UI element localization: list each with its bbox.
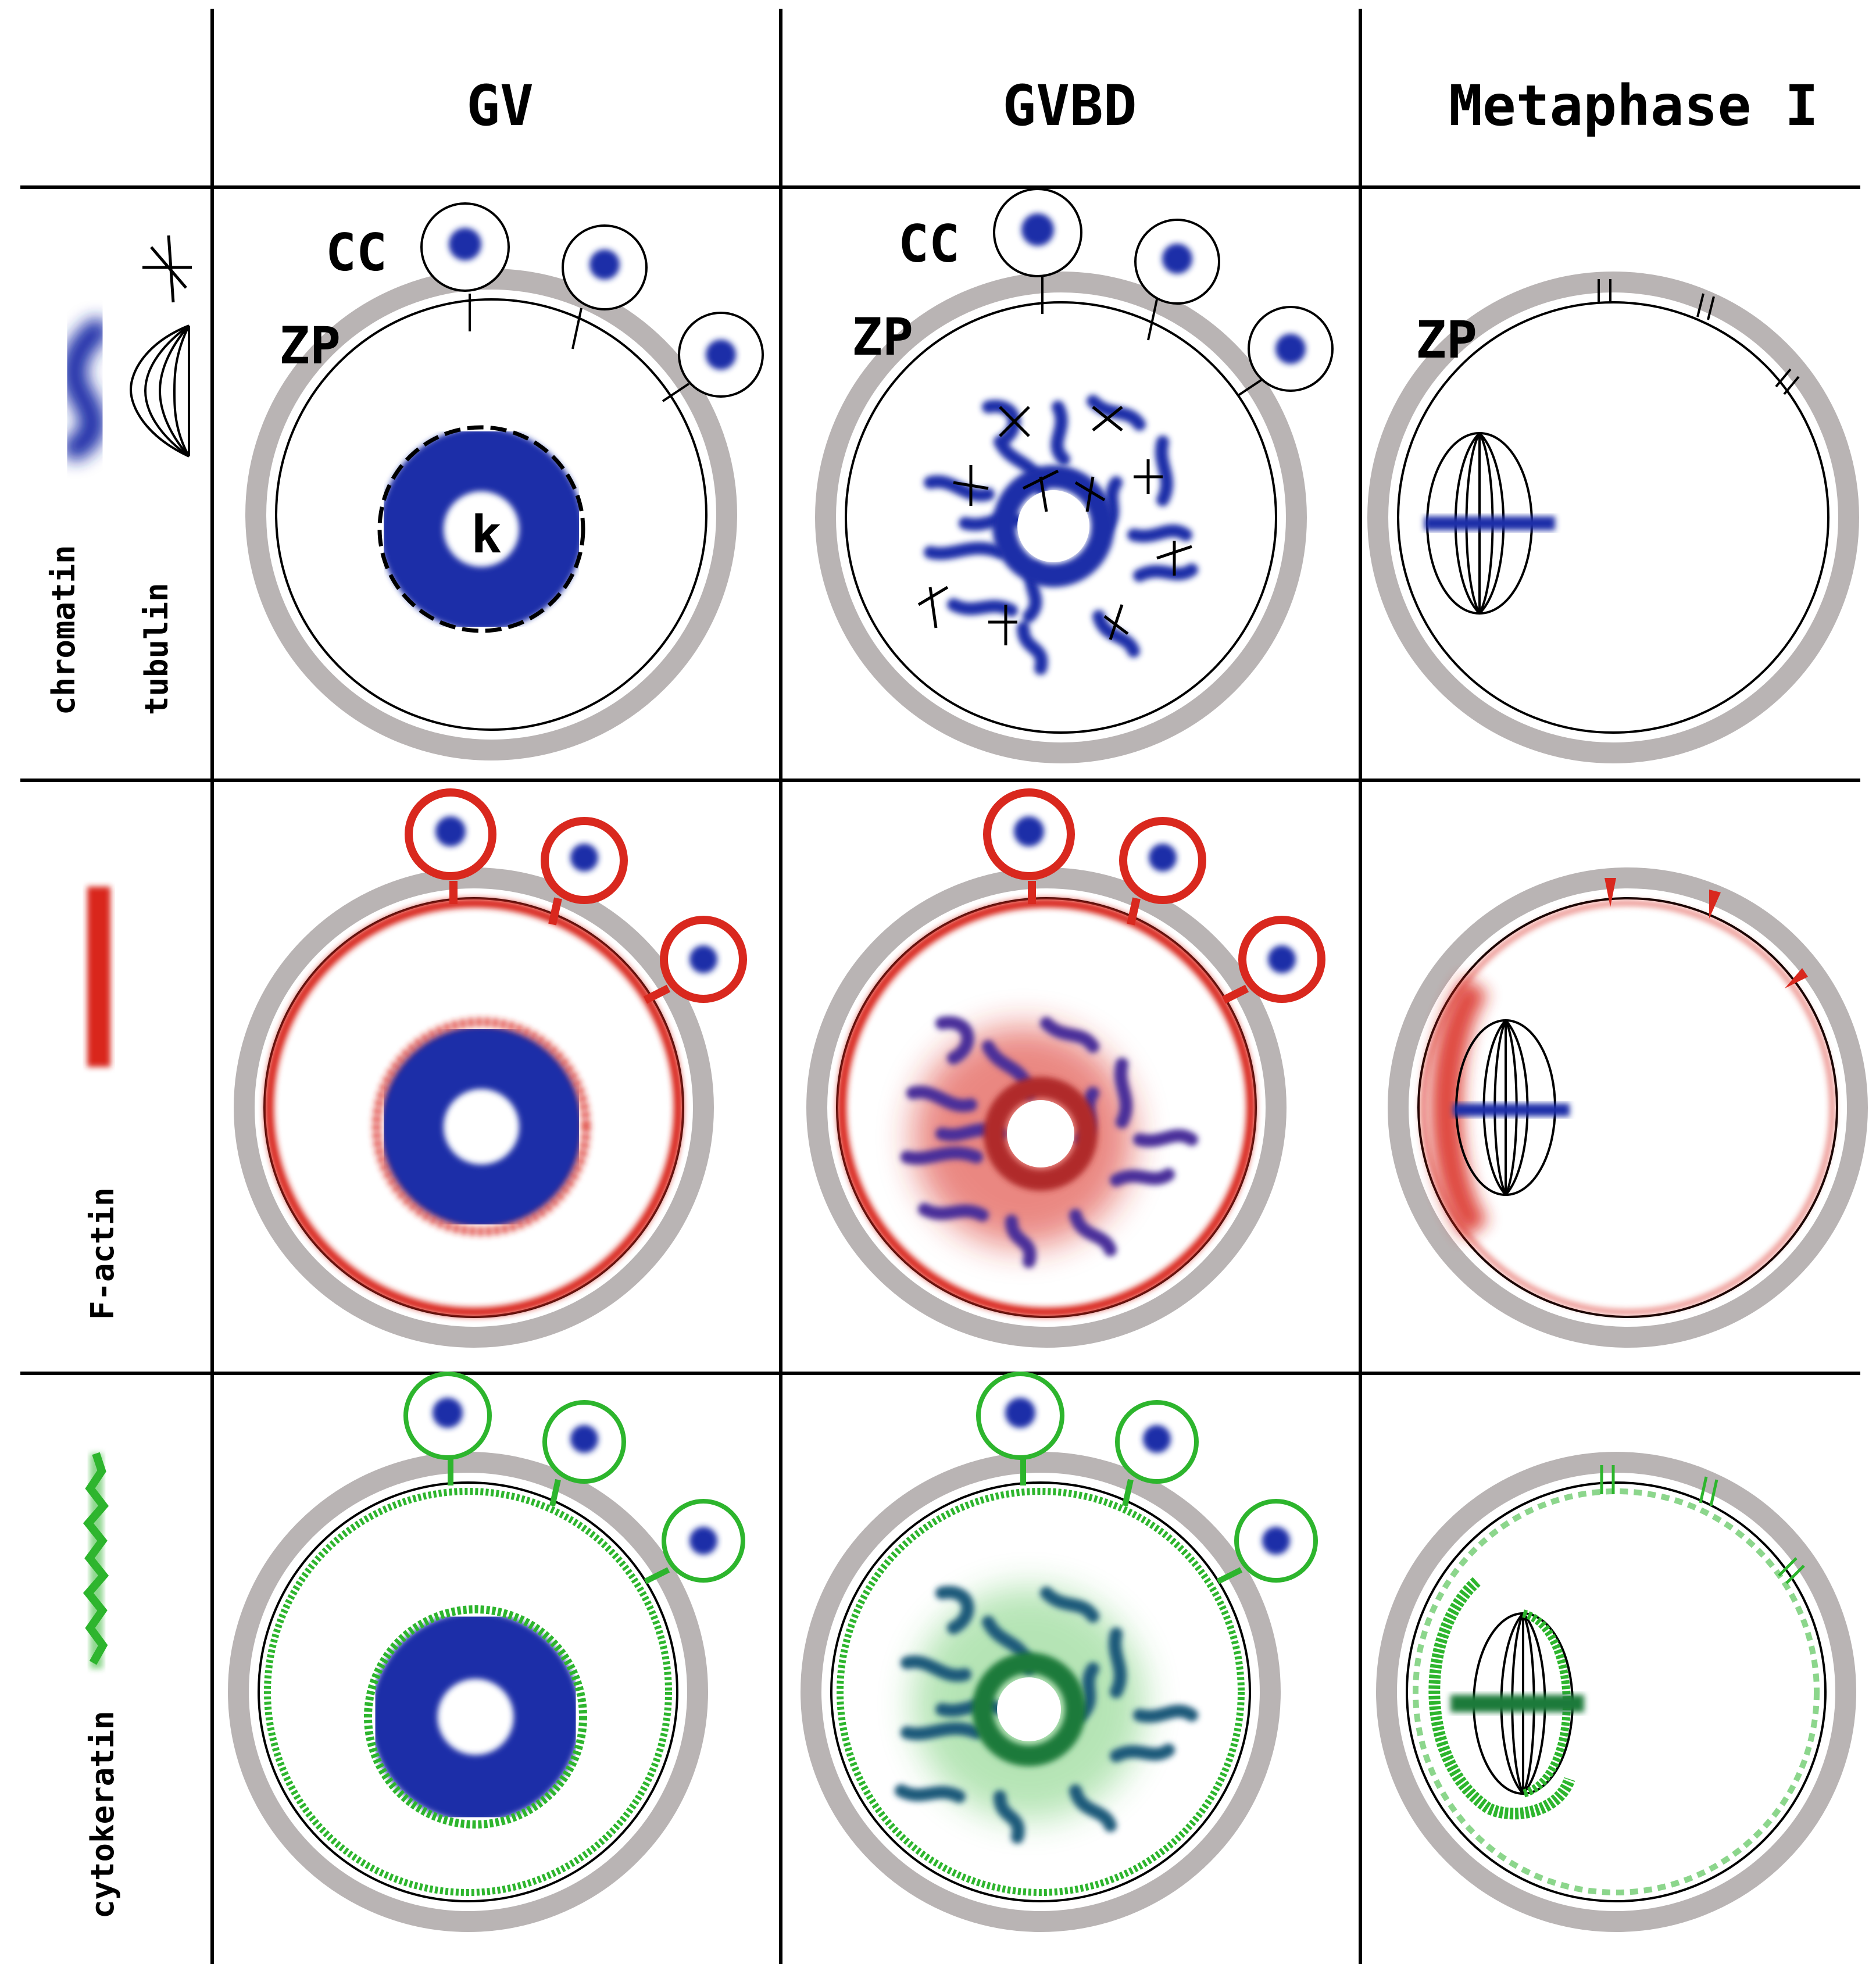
cell-tubulin-gvbd: CC ZP: [815, 188, 1334, 763]
dispersing-chromatin: [924, 395, 1198, 675]
zona-pellucida: [815, 272, 1307, 763]
label-zp: ZP: [279, 316, 341, 376]
germinal-vesicle-chromatin: [380, 1025, 583, 1229]
cell-cytokeratin-metaphase-i: [1376, 1452, 1856, 1932]
label-zp: ZP: [852, 307, 913, 367]
zona-pellucida: [1367, 272, 1859, 763]
cumulus-cell: [662, 312, 764, 402]
row-label-chromatin: chromatin: [45, 545, 82, 715]
cell-factin-gv: [234, 788, 747, 1348]
germinal-vesicle-chromatin: [380, 427, 583, 631]
cumulus-cell: [983, 788, 1075, 904]
column-header-gvbd: GVBD: [1002, 73, 1137, 138]
cell-cytokeratin-gv: [228, 1372, 745, 1932]
zona-pellucida: [228, 1452, 708, 1932]
chromatin-ring: [972, 1652, 1086, 1766]
cell-tubulin-metaphase-i: ZP: [1367, 272, 1859, 763]
tubulin-legend-spindle-icon: [129, 324, 190, 458]
oocyte-membrane: [258, 1481, 678, 1902]
zona-pellucida: [801, 1452, 1281, 1932]
cell-factin-metaphase-i: [1388, 867, 1868, 1348]
chromatin-legend-swatch: [61, 319, 109, 460]
label-k: k: [471, 505, 502, 565]
label-cc: CC: [898, 214, 960, 274]
row-label-tubulin: tubulin: [138, 583, 175, 715]
cumulus-cell: [1119, 817, 1206, 926]
oocyte-membrane: [1397, 301, 1829, 734]
label-zp: ZP: [1416, 310, 1477, 370]
perinuclear-actin-ring: [372, 1017, 591, 1236]
cumulus-cell: [1237, 306, 1334, 397]
cumulus-cell: [1134, 219, 1220, 341]
cortical-actin: [1420, 900, 1835, 1315]
germinal-vesicle-chromatin: [370, 1612, 581, 1822]
cortical-cytokeratin: [264, 1488, 672, 1896]
oocyte-membrane: [275, 298, 707, 731]
zona-pellucida: [234, 867, 714, 1348]
chromatin-ring: [992, 465, 1114, 587]
cytokeratin-cap: [1428, 1577, 1575, 1820]
legend-factin-row: F-actin: [84, 887, 121, 1320]
cortical-actin: [265, 898, 683, 1317]
cumulus-cell: [541, 817, 628, 926]
cumulus-cell: [403, 1372, 492, 1486]
legend-tubulin-row: chromatin tubulin: [45, 235, 192, 715]
tubulin-legend-aster-icon: [142, 235, 192, 303]
germinal-vesicle-envelope: [377, 425, 585, 633]
zona-channels: [1600, 1465, 1805, 1584]
cell-factin-gvbd: [806, 788, 1325, 1348]
oocyte-membrane: [1406, 1481, 1827, 1902]
cell-cytokeratin-gvbd: [801, 1372, 1318, 1932]
cumulus-cell: [405, 788, 496, 904]
zona-pellucida: [1376, 1452, 1856, 1932]
cumulus-cell: [993, 188, 1082, 314]
row-label-cytokeratin: cytokeratin: [84, 1711, 121, 1919]
cumulus-cell: [420, 202, 510, 331]
chromatin-ring: [984, 1077, 1098, 1191]
metaphase-plate-chromosomes: [1450, 1695, 1584, 1712]
legend-cytokeratin-row: cytokeratin: [83, 1452, 121, 1919]
cumulus-cell: [976, 1372, 1064, 1486]
row-label-f-actin: F-actin: [84, 1187, 121, 1320]
cumulus-cell: [1115, 1400, 1199, 1507]
column-header-metaphase-i: Metaphase I: [1449, 73, 1818, 138]
cumulus-cell: [542, 1400, 626, 1507]
table-grid: [20, 9, 1860, 1964]
cortical-cytokeratin: [837, 1488, 1245, 1896]
column-header-gv: GV: [466, 73, 534, 138]
zona-pellucida: [806, 867, 1287, 1348]
cumulus-cell: [643, 916, 747, 1004]
zona-pellucida: [1388, 867, 1868, 1348]
metaphase-plate-chromosomes: [1424, 516, 1555, 530]
cumulus-cell: [562, 224, 648, 349]
cumulus-cell: [644, 1499, 745, 1584]
cumulus-cell: [1221, 916, 1325, 1004]
zona-channels: [1605, 878, 1808, 988]
f-actin-legend-swatch: [87, 887, 110, 1067]
cortical-cytokeratin: [1413, 1488, 1820, 1895]
metaphase-plate-chromosomes: [1453, 1104, 1570, 1116]
label-cc: CC: [326, 223, 387, 283]
zona-channels: [1598, 279, 1800, 395]
oocyte-membrane: [1417, 897, 1838, 1318]
microtubule-asters: [917, 406, 1192, 645]
cell-tubulin-gv: CC ZP k: [245, 202, 764, 760]
cortical-actin: [837, 898, 1256, 1317]
cumulus-cell: [1216, 1499, 1318, 1584]
perinuclear-cytokeratin: [364, 1605, 587, 1829]
